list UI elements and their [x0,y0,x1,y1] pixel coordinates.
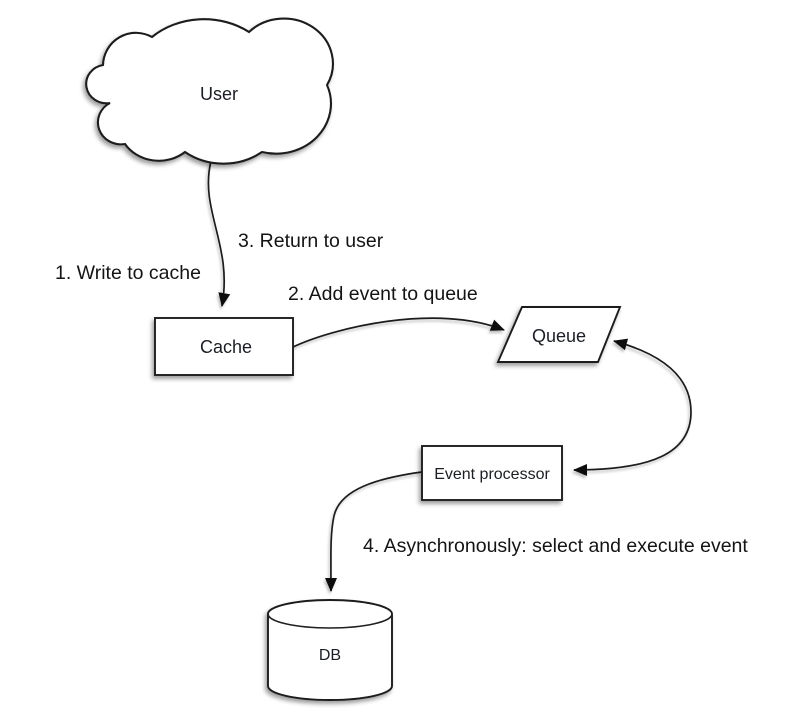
user-label: User [200,84,238,104]
edge-cache-to-queue [292,317,505,348]
step-label-3: 3. Return to user [238,230,384,252]
db-label: DB [319,647,341,664]
step-label-1: 1. Write to cache [55,262,201,284]
node-queue: Queue [496,306,622,363]
step-label-2: 2. Add event to queue [288,283,478,305]
user-cloud [85,17,334,165]
cache-label: Cache [200,337,252,357]
db-cylinder-rim [267,613,393,629]
edge-user-to-cache [207,160,231,307]
node-event-processor: Event processor [421,445,563,501]
edge-event-processor-to-db [324,471,423,592]
edge-queue-event-processor [573,338,692,476]
step-label-4: 4. Asynchronously: select and execute ev… [363,535,748,557]
node-user: User [85,17,334,165]
node-db: DB [267,599,393,701]
db-cylinder [267,599,393,701]
node-cache: Cache [154,317,294,376]
queue-parallelogram [496,306,622,363]
cache-box [154,317,294,376]
event-processor-box [421,445,563,501]
queue-label: Queue [532,326,586,346]
event-processor-label: Event processor [434,466,550,483]
